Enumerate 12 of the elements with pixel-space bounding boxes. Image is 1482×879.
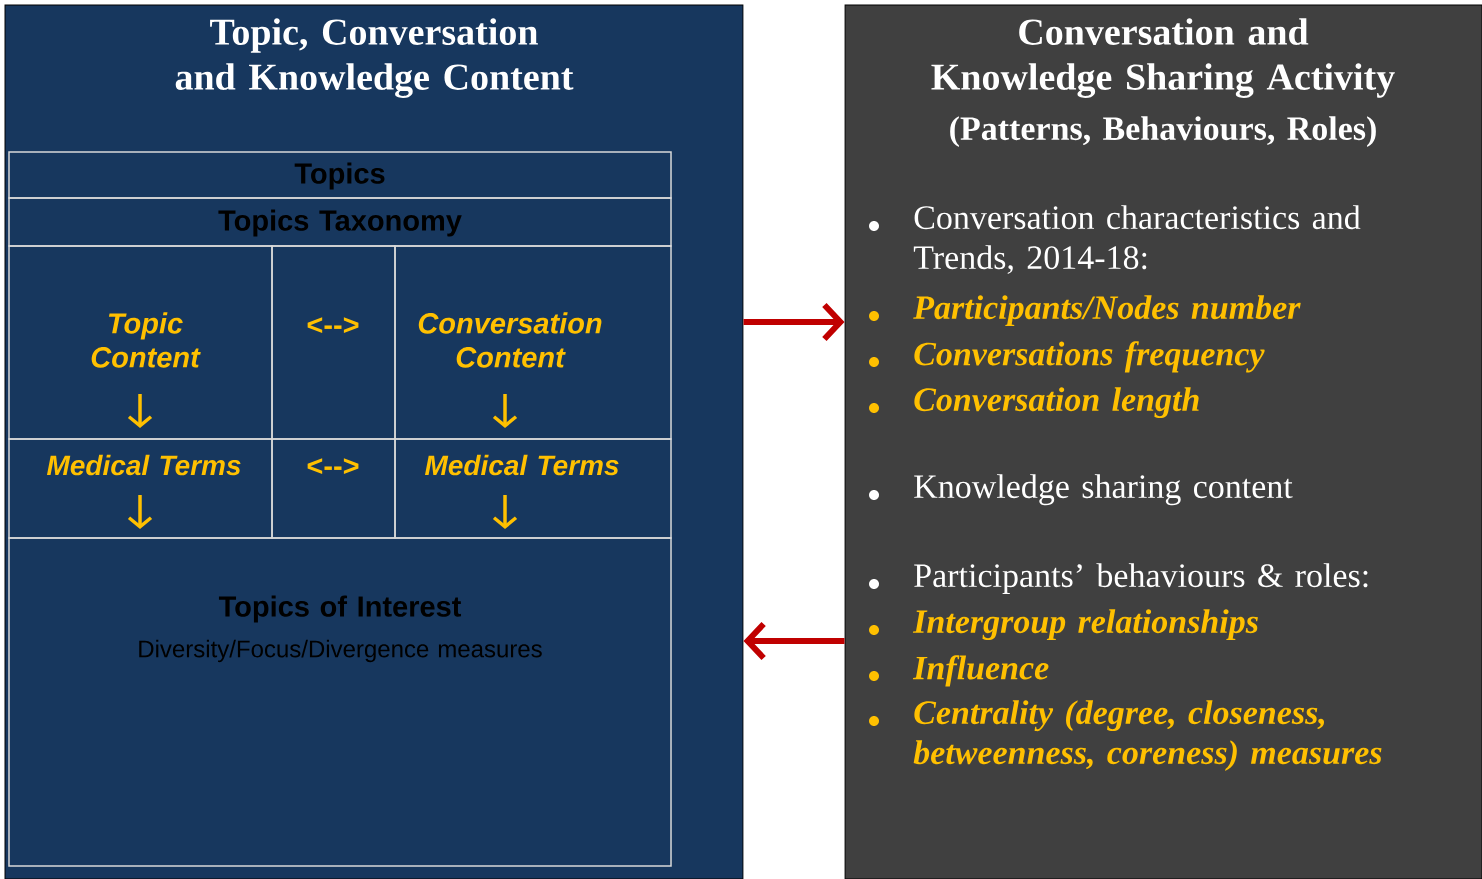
table-cell: Topics Taxonomy	[8, 197, 672, 247]
table-cell: Topics of Interest Diversity/Focus/Divergence measures	[8, 537, 672, 867]
table-cell: <-->	[271, 438, 396, 539]
table-cell: <-->	[271, 245, 396, 440]
table-cell: Medical Terms	[8, 438, 273, 539]
arrow	[743, 302, 845, 342]
panel: Conversation and Knowledge Sharing Activity (Patterns, Behaviours, Roles) Conversation characteristics and Trends, 2014-18: Participants/Nodes number Conversations frequency Conversation length Knowledge sharing content Participants’ behaviours & roles: Intergroup relationships Influence Centrality (degree, closeness, betweenness, coreness) measures	[844, 4, 1482, 879]
arrow	[743, 621, 845, 661]
table-cell: Topics	[8, 151, 672, 199]
table-cell: Conversation Content	[394, 245, 672, 440]
table-cell: Medical Terms	[394, 438, 672, 539]
table-cell: Topic Content	[8, 245, 273, 440]
